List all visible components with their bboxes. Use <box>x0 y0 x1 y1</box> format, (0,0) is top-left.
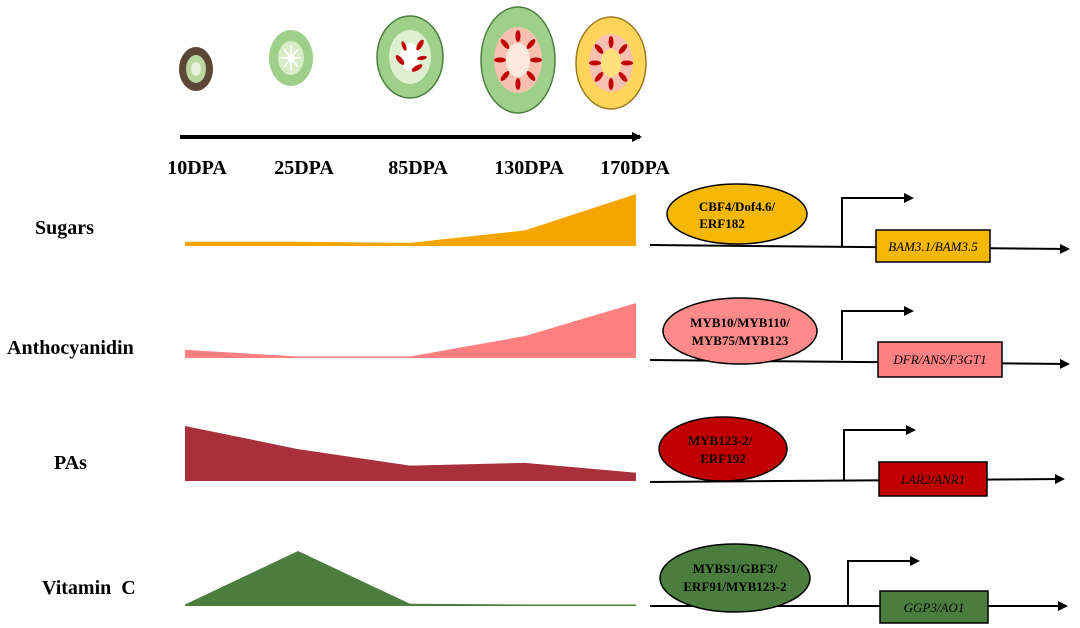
tf-label: MYB123-2/ <box>688 433 753 448</box>
trend-area <box>185 303 636 358</box>
stage-label: 130DPA <box>494 157 564 179</box>
gene-box <box>875 229 991 263</box>
tf-label: MYBS1/GBF3/ <box>693 561 778 576</box>
fruit-85dpa-icon <box>376 15 444 99</box>
gene-box <box>878 461 988 497</box>
promoter-arrow <box>841 193 914 246</box>
row-label-anthocyanidin: Anthocyanidin <box>7 337 134 359</box>
gene-label: GGP3/AO1 <box>904 600 965 615</box>
tf-oval <box>662 297 818 365</box>
fruit-170dpa-icon <box>575 16 647 110</box>
fruit-25dpa-icon <box>269 30 313 86</box>
tf-label: CBF4/Dof4.6/ <box>699 199 776 214</box>
stage-label: 10DPA <box>167 157 227 179</box>
row-sugars: Sugars CBF4/Dof4.6/ ERF182 BAM3.1/BAM3.5 <box>35 183 1070 263</box>
tf-label: MYB10/MYB110/ <box>690 315 790 330</box>
stage-label: 25DPA <box>274 157 334 179</box>
tf-label: ERF192 <box>700 451 746 466</box>
trend-area <box>185 551 636 606</box>
gene-box <box>877 341 1003 378</box>
gene-box <box>879 590 989 624</box>
tf-oval <box>658 416 788 482</box>
tf-label: MYB75/MYB123 <box>692 333 789 348</box>
row-label-vitamin-c: Vitamin C <box>42 577 136 599</box>
tf-oval <box>666 183 808 245</box>
fruit-130dpa-icon <box>480 6 556 114</box>
row-label-pas: PAs <box>54 452 87 474</box>
tf-label: ERF182 <box>699 216 745 231</box>
promoter-arrow <box>847 556 920 606</box>
gene-label: LAR2/ANR1 <box>900 472 965 487</box>
tf-oval <box>659 543 811 613</box>
stage-label: 85DPA <box>388 157 448 179</box>
promoter-arrow <box>841 306 914 360</box>
trend-area <box>185 194 636 246</box>
gene-baseline <box>649 243 1070 254</box>
gene-label: BAM3.1/BAM3.5 <box>888 239 978 254</box>
fruit-10dpa-icon <box>179 47 213 91</box>
trend-area <box>185 426 636 481</box>
tf-label: ERF91/MYB123-2 <box>683 579 786 594</box>
row-label-sugars: Sugars <box>35 217 94 239</box>
row-anthocyanidin: Anthocyanidin MYB10/MYB110/ MYB75/MYB123… <box>7 297 1070 378</box>
row-pas: PAs MYB123-2/ ERF192 LAR2/ANR1 <box>54 416 1065 497</box>
row-vitamin-c: Vitamin C MYBS1/GBF3/ ERF91/MYB123-2 GGP… <box>42 543 1068 624</box>
gene-label: DFR/ANS/F3GT1 <box>892 352 986 367</box>
promoter-arrow <box>843 425 916 480</box>
stage-label: 170DPA <box>600 157 670 179</box>
